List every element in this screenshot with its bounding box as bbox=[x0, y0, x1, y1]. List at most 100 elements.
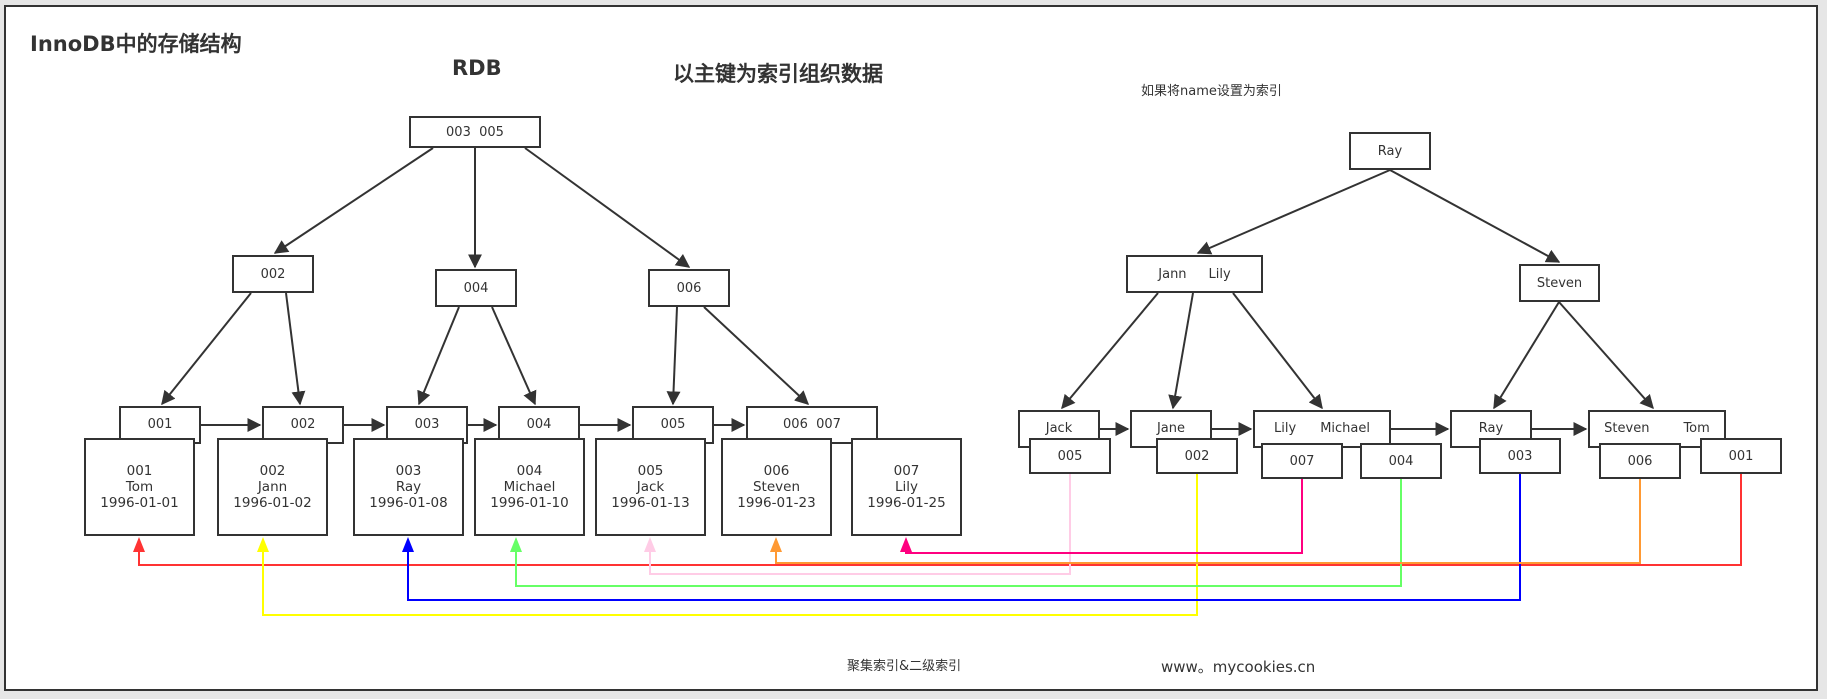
cluster-internal-node-002: 002 bbox=[232, 255, 314, 293]
pointer-box-003: 003 bbox=[1479, 438, 1561, 474]
row-name: Tom bbox=[125, 479, 154, 495]
pointer-link-001 bbox=[138, 474, 1742, 566]
row-id: 006 bbox=[763, 463, 790, 479]
page-title: InnoDB中的存储结构 bbox=[30, 32, 242, 56]
row-date: 1996-01-01 bbox=[100, 495, 179, 511]
pointer-arrowhead-007 bbox=[900, 537, 912, 552]
node-key: Steven bbox=[1536, 275, 1583, 291]
pointer-link-007 bbox=[905, 479, 1303, 554]
node-key: 002 bbox=[290, 417, 316, 432]
row-record-001: 001 Tom 1996-01-01 bbox=[84, 438, 195, 536]
cluster-internal-node-004: 004 bbox=[435, 269, 517, 307]
tree-edge-arrow bbox=[1389, 169, 1561, 263]
diagram-canvas bbox=[4, 5, 1818, 691]
node-key: Jane bbox=[1156, 421, 1186, 436]
node-key: Ray bbox=[1377, 143, 1403, 159]
row-name: Lily bbox=[894, 479, 918, 495]
pointer-value: 006 bbox=[1627, 453, 1653, 469]
row-name: Michael bbox=[503, 479, 556, 495]
row-date: 1996-01-25 bbox=[867, 495, 946, 511]
pointer-link-004 bbox=[515, 479, 1402, 587]
row-record-005: 005 Jack 1996-01-13 bbox=[595, 438, 706, 536]
row-record-006: 006 Steven 1996-01-23 bbox=[721, 438, 832, 536]
row-id: 005 bbox=[637, 463, 664, 479]
rdb-heading: RDB bbox=[452, 56, 502, 80]
pointer-link-003 bbox=[407, 474, 1521, 601]
row-date: 1996-01-10 bbox=[490, 495, 569, 511]
pointer-box-007: 007 bbox=[1261, 443, 1343, 479]
pointer-value: 007 bbox=[1289, 453, 1315, 469]
node-key: 006 bbox=[783, 417, 808, 432]
row-name: Ray bbox=[395, 479, 422, 495]
pointer-box-001: 001 bbox=[1700, 438, 1782, 474]
row-id: 001 bbox=[126, 463, 153, 479]
cluster-leaf-003: 003 bbox=[386, 406, 468, 444]
pointer-box-006: 006 bbox=[1599, 443, 1681, 479]
node-key: 007 bbox=[816, 417, 841, 432]
row-id: 007 bbox=[893, 463, 920, 479]
primary-index-heading: 以主键为索引组织数据 bbox=[673, 62, 883, 86]
row-record-004: 004 Michael 1996-01-10 bbox=[474, 438, 585, 536]
node-key: 004 bbox=[526, 417, 552, 432]
tree-edge-arrow bbox=[703, 306, 810, 405]
tree-edge-arrow bbox=[666, 306, 681, 406]
tree-edge-arrow bbox=[417, 306, 460, 406]
tree-edge-arrow bbox=[285, 292, 306, 406]
pointer-box-004: 004 bbox=[1360, 443, 1442, 479]
node-key: 005 bbox=[479, 124, 504, 140]
row-record-002: 002 Jann 1996-01-02 bbox=[217, 438, 328, 536]
secondary-leaf-lily-michael: Lily Michael bbox=[1253, 410, 1391, 448]
row-name: Jack bbox=[636, 479, 665, 495]
pointer-arrowhead-001 bbox=[133, 537, 145, 552]
secondary-index-note: 如果将name设置为索引 bbox=[1141, 84, 1282, 99]
pointer-box-005: 005 bbox=[1029, 438, 1111, 474]
row-id: 002 bbox=[259, 463, 286, 479]
row-date: 1996-01-23 bbox=[737, 495, 816, 511]
row-date: 1996-01-02 bbox=[233, 495, 312, 511]
node-key: Tom bbox=[1683, 421, 1710, 436]
node-key: Steven bbox=[1604, 421, 1650, 436]
node-key: 003 bbox=[414, 417, 440, 432]
tree-edge-arrow bbox=[491, 306, 537, 406]
tree-edge-arrow bbox=[1168, 292, 1194, 410]
row-id: 004 bbox=[516, 463, 543, 479]
tree-edge-arrow bbox=[1493, 301, 1560, 410]
node-key: 001 bbox=[147, 417, 173, 432]
tree-edge-arrow bbox=[273, 147, 434, 254]
node-key: Lily bbox=[1208, 266, 1231, 282]
node-key: Ray bbox=[1478, 421, 1504, 436]
row-name: Jann bbox=[257, 479, 288, 495]
row-record-003: 003 Ray 1996-01-08 bbox=[353, 438, 464, 536]
tree-edge-arrow bbox=[1196, 169, 1391, 255]
tree-edge-arrow bbox=[524, 147, 691, 268]
pointer-value: 002 bbox=[1184, 448, 1210, 464]
node-key: Jack bbox=[1045, 421, 1073, 436]
pointer-arrowhead-006 bbox=[770, 537, 782, 552]
node-key: 004 bbox=[463, 280, 489, 296]
pointer-arrowhead-004 bbox=[510, 537, 522, 552]
pointer-value: 004 bbox=[1388, 453, 1414, 469]
pointer-link-006 bbox=[775, 479, 1641, 564]
pointer-box-002: 002 bbox=[1156, 438, 1238, 474]
pointer-link-002 bbox=[262, 474, 1198, 616]
tree-edge-arrow bbox=[1558, 301, 1654, 410]
tree-edge-arrow bbox=[1061, 292, 1159, 410]
node-key: Lily bbox=[1274, 421, 1297, 436]
pointer-arrowhead-003 bbox=[402, 537, 414, 552]
pointer-value: 003 bbox=[1507, 448, 1533, 464]
node-key: 005 bbox=[660, 417, 686, 432]
cluster-leaf-005: 005 bbox=[632, 406, 714, 444]
pointer-arrowhead-002 bbox=[257, 537, 269, 552]
pointer-arrowhead-005 bbox=[644, 537, 656, 552]
pointer-value: 005 bbox=[1057, 448, 1083, 464]
node-key: Michael bbox=[1320, 421, 1370, 436]
tree-edge-arrow bbox=[1232, 292, 1323, 410]
row-name: Steven bbox=[752, 479, 801, 495]
pointer-link-005 bbox=[649, 474, 1071, 575]
node-key: 002 bbox=[260, 266, 286, 282]
row-date: 1996-01-13 bbox=[611, 495, 690, 511]
footer-caption: 聚集索引&二级索引 bbox=[847, 659, 962, 674]
footer-site: www。mycookies.cn bbox=[1161, 658, 1316, 676]
